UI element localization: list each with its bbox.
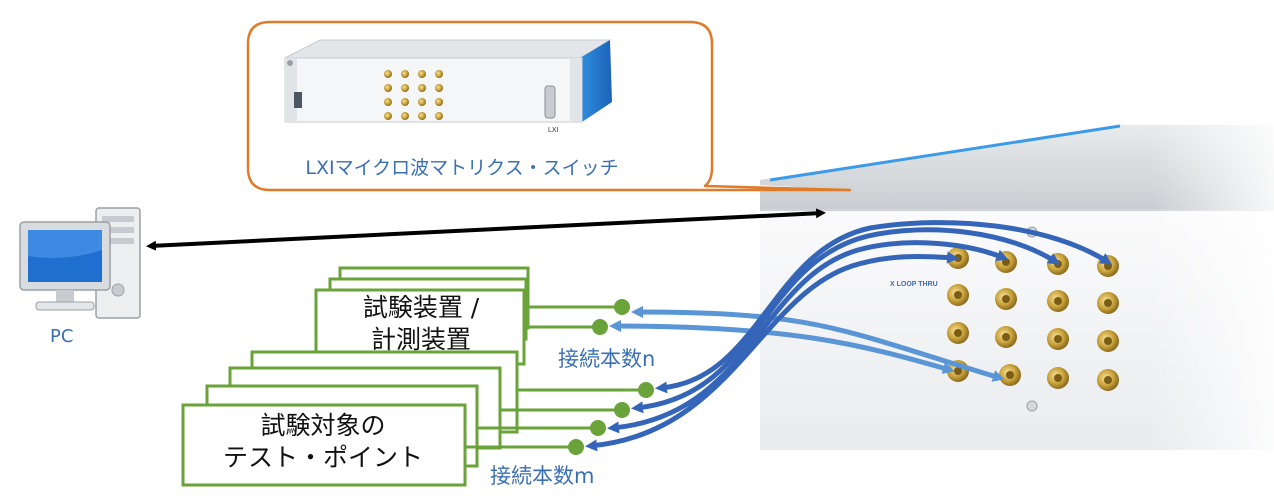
test-target-stack — [181, 350, 519, 487]
sma-connector — [947, 284, 969, 306]
pc-label: PC — [50, 326, 74, 347]
test-target-label-line2: テスト・ポイント — [222, 443, 423, 472]
loop-thru-label: X LOOP THRU — [890, 281, 938, 288]
sma-connector — [1047, 290, 1069, 312]
pc-switch-link-arrow — [146, 208, 826, 251]
sma-connector — [1047, 367, 1069, 389]
sma-connector — [947, 322, 969, 344]
test-target-box — [181, 403, 467, 487]
test-equipment-label-line1: 試験装置 / — [362, 293, 480, 322]
target-switch-arrows — [585, 220, 1113, 452]
sma-connector — [995, 326, 1017, 348]
test-equipment-label-line2: 計測装置 — [370, 325, 471, 354]
sma-connector — [1047, 328, 1069, 350]
switch-chassis: X LOOP THRU — [760, 124, 1274, 455]
sma-connector — [999, 364, 1021, 386]
connection-count-m-label: 接続本数m — [490, 464, 595, 488]
small-connectors — [384, 70, 443, 120]
sma-connector — [1097, 330, 1119, 352]
callout-label: LXIマイクロ波マトリクス・スイッチ — [305, 157, 619, 179]
pc-icon — [19, 207, 141, 319]
green-nodes — [568, 299, 654, 455]
sma-connector — [1097, 292, 1119, 314]
product-logo: LXI — [548, 127, 559, 134]
sma-connector — [1097, 369, 1119, 391]
switch-product-image: LXI — [284, 39, 612, 134]
test-target-label-line1: 試験対象の — [260, 411, 386, 440]
sma-connector — [995, 288, 1017, 310]
connection-count-n-label: 接続本数n — [558, 347, 656, 371]
